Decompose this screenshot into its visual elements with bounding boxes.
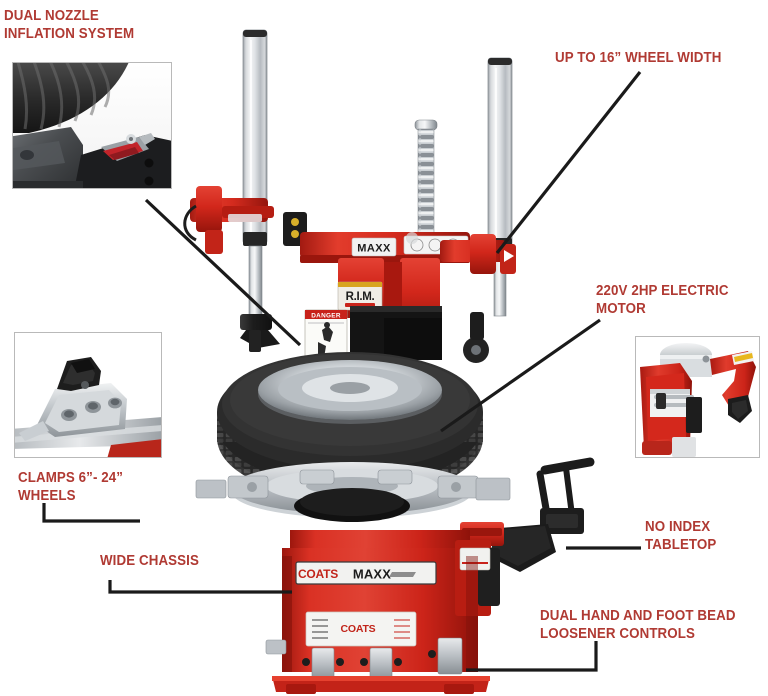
badge-rim-label: R.I.M.: [346, 291, 375, 303]
callout-clamps-6-24-wheels: CLAMPS 6”- 24” WHEELS: [18, 470, 124, 504]
inset-motor-photo: [636, 337, 759, 457]
inset-dual-nozzle: [12, 62, 172, 189]
turntable: [195, 462, 511, 522]
callout-up-to-16-wheel-width: UP TO 16” WHEEL WIDTH: [555, 50, 722, 66]
foot-pedal-right: [360, 647, 402, 681]
badge-maxx-cabinet: MAXX: [353, 567, 391, 582]
right-chrome-cylinder: [487, 57, 513, 252]
inset-clamp-photo: [15, 333, 161, 457]
bead-loosener-arm: [460, 457, 595, 572]
left-slide-rod: [240, 245, 280, 352]
badge-coats-base: COATS: [341, 623, 376, 635]
inflation-nozzle: [101, 133, 155, 161]
inset-clamp: [14, 332, 162, 458]
danger-placard-title: DANGER: [311, 313, 341, 320]
inset-motor: [635, 336, 760, 458]
badge-maxx-tower: MAXX: [357, 243, 391, 255]
callout-wide-chassis: WIDE CHASSIS: [100, 553, 199, 569]
callout-dual-nozzle-inflation-system: DUAL NOZZLE INFLATION SYSTEM: [4, 8, 135, 42]
badge-coats-cabinet: COATS: [298, 567, 338, 581]
foot-pedal-bead-loosener: [428, 637, 463, 675]
mount-demount-head: [240, 314, 280, 352]
callout-dual-hand-and-foot-bead-loosener-controls: DUAL HAND AND FOOT BEAD LOOSENER CONTROL…: [540, 608, 736, 642]
cabinet: COATS MAXX COATS: [265, 530, 500, 694]
callout-220v-2hp-electric-motor: 220V 2HP ELECTRIC MOTOR: [596, 283, 729, 317]
inset-dual-nozzle-photo: [13, 63, 171, 188]
center-coil-spring: [414, 119, 438, 258]
tower-assembly: MAXX R.I.M.: [183, 186, 516, 367]
callout-no-index-tabletop: NO INDEX TABLETOP: [645, 519, 717, 553]
